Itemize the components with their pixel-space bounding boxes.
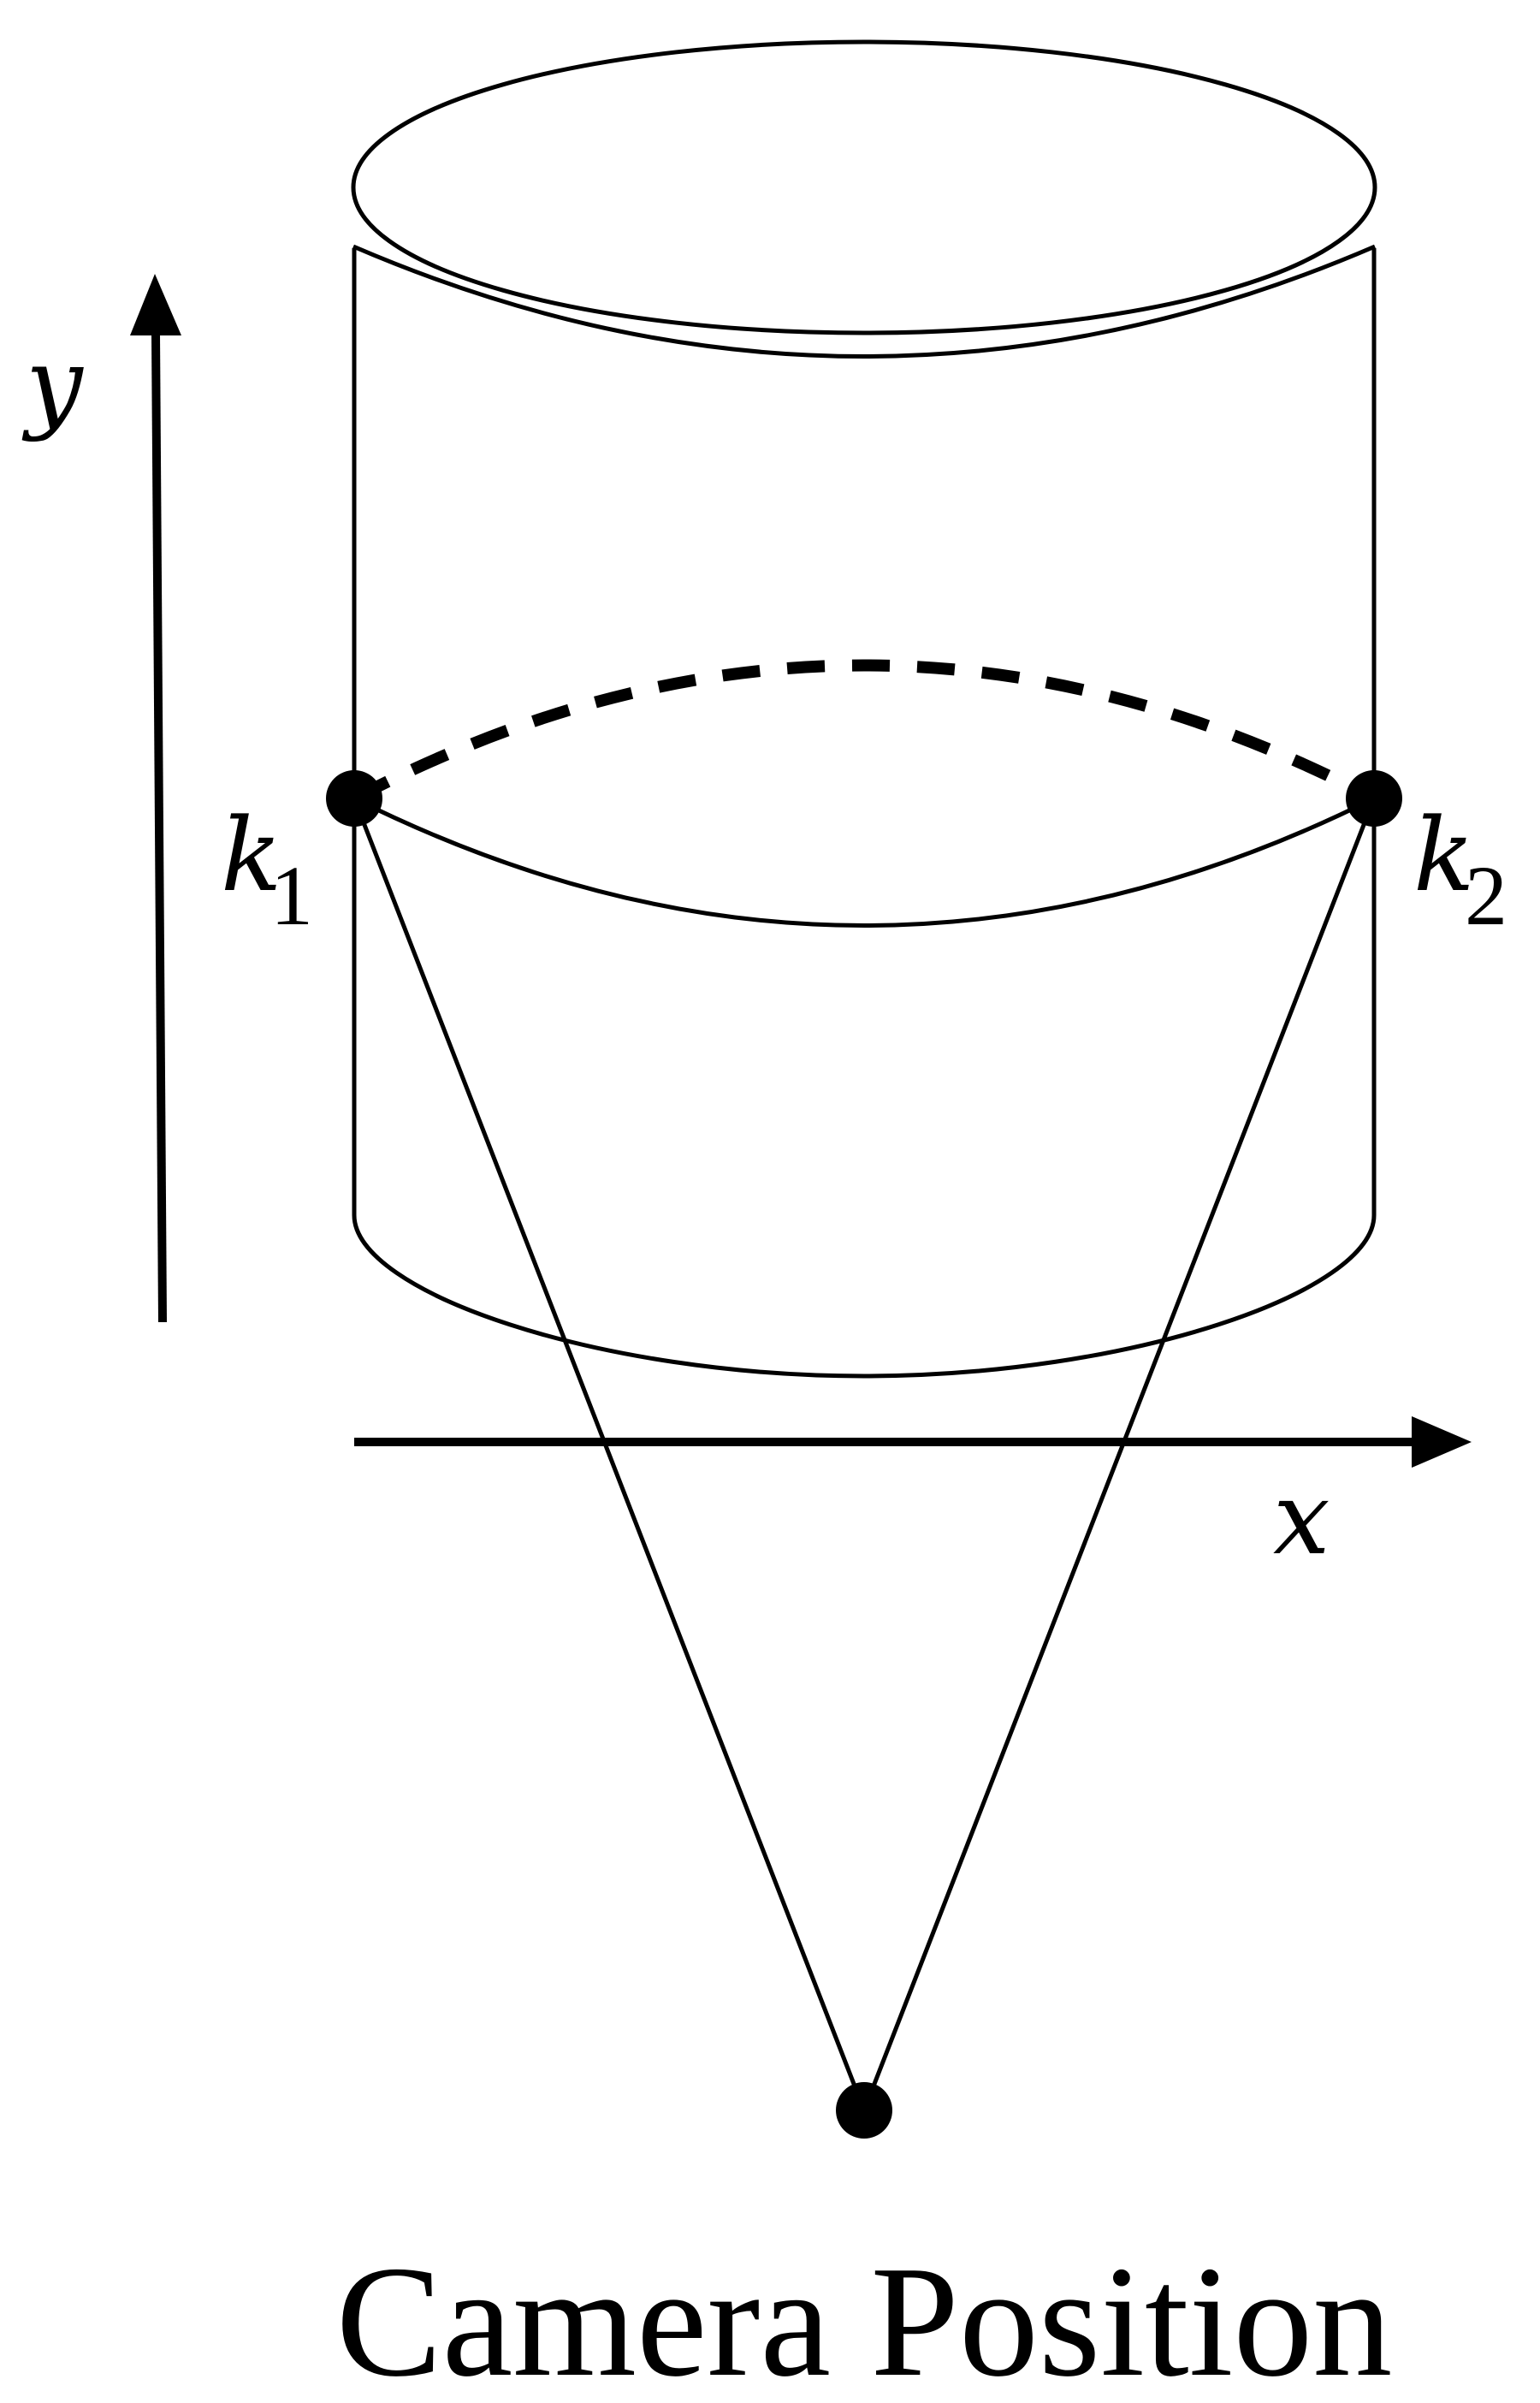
k1-label-subscript: 1	[270, 848, 313, 943]
camera-position-caption: Camera Position	[336, 2234, 1393, 2403]
camera-point	[836, 2082, 892, 2139]
point-k2	[1346, 770, 1402, 827]
cylinder-top-rim	[352, 244, 1376, 359]
x-axis-arrowhead	[1412, 1416, 1472, 1468]
camera-ray-to-k2	[862, 798, 1377, 2111]
cylinder-top-ellipse	[351, 39, 1377, 335]
k2-label-base: k	[1413, 796, 1475, 914]
k2-label-subscript: 2	[1465, 848, 1507, 943]
x-axis-label: x	[1273, 1459, 1330, 1577]
front-arc-solid	[352, 796, 1376, 928]
y-axis-arrowhead	[130, 274, 181, 335]
y-axis-label: y	[21, 325, 84, 443]
back-arc-dashed	[351, 659, 1377, 804]
y-axis-line	[151, 333, 167, 1323]
cylinder-bottom-arc	[352, 1214, 1377, 1379]
point-k1	[326, 770, 382, 827]
k1-label-base: k	[221, 796, 282, 914]
camera-ray-to-k1	[352, 798, 867, 2111]
